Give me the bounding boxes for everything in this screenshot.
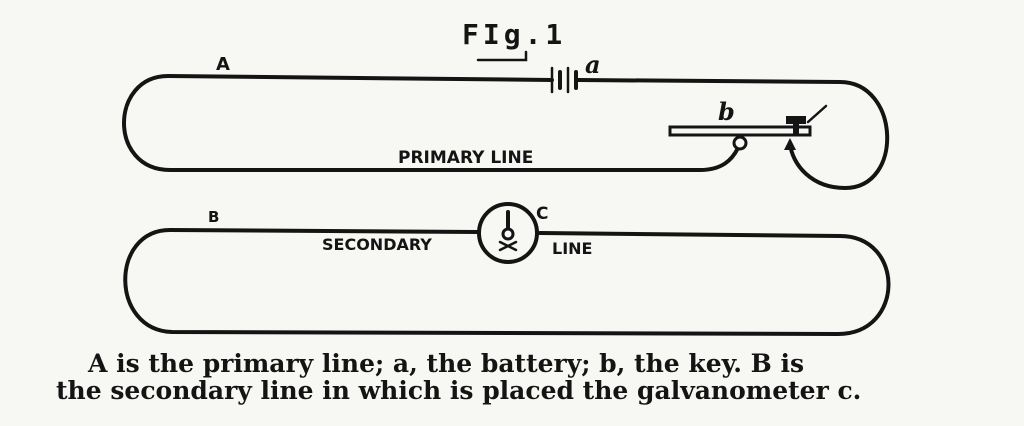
secondary-line-wire [123, 228, 891, 336]
figure-caption: A is the primary line; a, the battery; b… [56, 350, 996, 404]
circuit-diagram: FIg.1 A [122, 18, 891, 336]
label-battery-a: a [585, 50, 601, 79]
primary-line-wire [122, 74, 740, 172]
label-secondary-left: SECONDARY [322, 235, 432, 254]
telegraph-key-icon [668, 104, 828, 151]
label-key-b: b [718, 97, 735, 126]
label-primary-line: PRIMARY LINE [398, 148, 533, 168]
battery-icon [550, 66, 578, 94]
galvanometer-icon [477, 202, 539, 264]
caption-line-2: the secondary line in which is placed th… [56, 376, 862, 405]
figure-title: FIg.1 [462, 18, 566, 51]
label-galvanometer-c: C [536, 204, 548, 224]
label-secondary-right: LINE [552, 239, 592, 258]
primary-line-wire-right [576, 78, 890, 190]
title-underline [476, 50, 528, 62]
caption-line-1: A is the primary line; a, the battery; b… [88, 349, 805, 378]
label-primary-A: A [216, 54, 230, 75]
label-secondary-B: B [208, 208, 219, 226]
